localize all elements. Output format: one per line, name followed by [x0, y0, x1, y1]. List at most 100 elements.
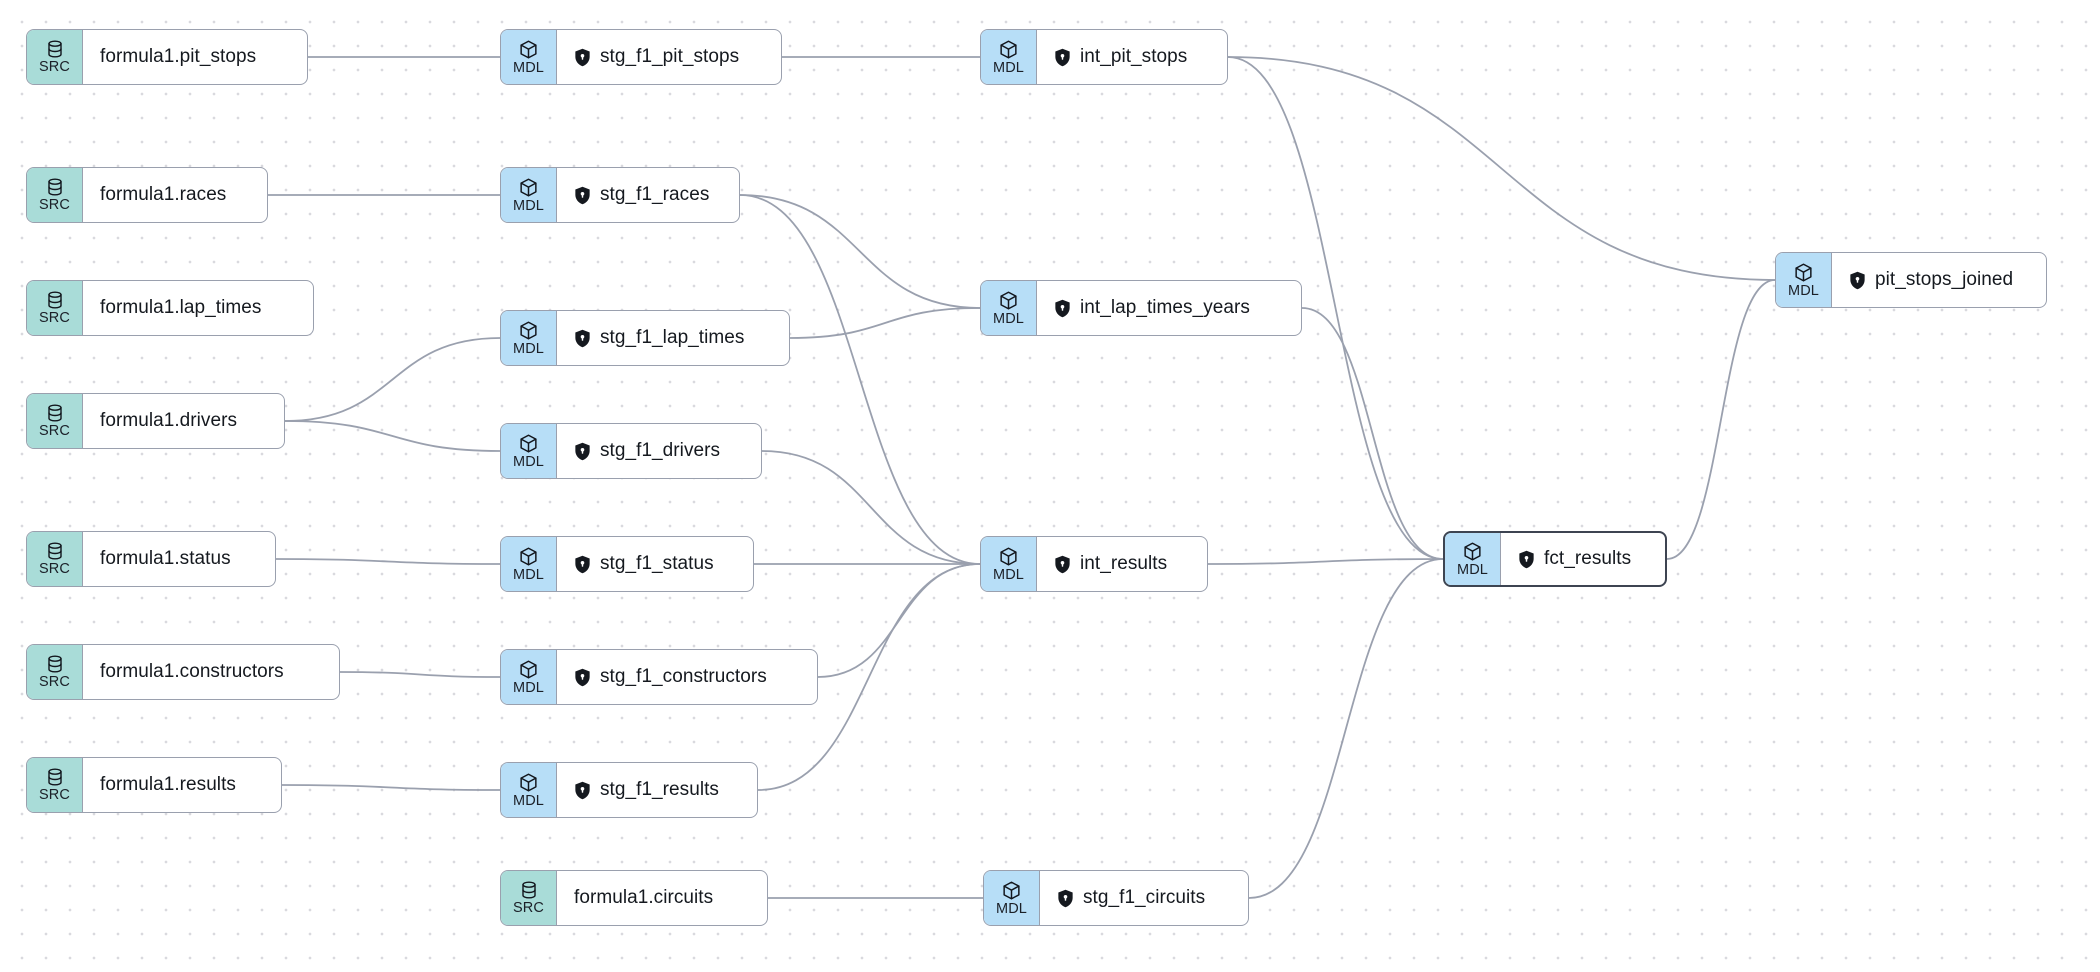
- node-badge-label: SRC: [39, 310, 70, 327]
- node-badge-label: MDL: [513, 340, 544, 357]
- edge-src_constructors-to-stg_constructors: [339, 671, 501, 678]
- edge-stg_races-to-int_results: [739, 194, 981, 565]
- node-label: int_pit_stops: [1080, 46, 1188, 67]
- node-label: stg_f1_results: [600, 779, 719, 800]
- shield-lock-icon: [574, 442, 591, 461]
- node-body: formula1.races: [83, 168, 267, 222]
- edge-stg_constructors-to-int_results: [817, 563, 981, 678]
- shield-lock-icon: [1849, 271, 1866, 290]
- node-src_drivers[interactable]: SRC formula1.drivers: [26, 393, 285, 449]
- node-body: int_pit_stops: [1037, 30, 1227, 84]
- node-stg_results[interactable]: MDL stg_f1_results: [500, 762, 758, 818]
- cube-icon: [998, 546, 1019, 567]
- node-badge-label: MDL: [1457, 561, 1488, 578]
- node-body: formula1.lap_times: [83, 281, 313, 335]
- node-badge-src: SRC: [27, 394, 83, 448]
- cube-icon: [518, 546, 539, 567]
- database-icon: [45, 654, 65, 674]
- shield-lock-icon: [1055, 48, 1070, 66]
- node-label: formula1.races: [100, 184, 227, 205]
- cube-icon: [518, 659, 539, 680]
- edge-src_results-to-stg_results: [281, 784, 501, 791]
- edge-int_pit_stops-to-pit_stops_joined: [1227, 56, 1776, 281]
- shield-lock-icon: [1057, 889, 1074, 908]
- shield-lock-icon: [574, 668, 591, 687]
- shield-lock-icon: [575, 186, 590, 204]
- node-stg_circuits[interactable]: MDL stg_f1_circuits: [983, 870, 1249, 926]
- node-body: int_results: [1037, 537, 1207, 591]
- node-badge-src: SRC: [27, 30, 83, 84]
- database-icon: [45, 177, 65, 197]
- node-int_pit_stops[interactable]: MDL int_pit_stops: [980, 29, 1228, 85]
- node-badge-mdl: MDL: [501, 537, 557, 591]
- node-stg_pit_stops[interactable]: MDL stg_f1_pit_stops: [500, 29, 782, 85]
- edge-stg_circuits-to-fct_results: [1248, 558, 1444, 899]
- shield-lock-icon: [1054, 555, 1071, 574]
- node-body: stg_f1_results: [557, 763, 757, 817]
- node-label: int_results: [1080, 553, 1168, 574]
- edge-src_drivers-to-stg_drivers: [284, 420, 501, 452]
- node-badge-src: SRC: [501, 871, 557, 925]
- cube-icon: [518, 772, 539, 793]
- shield-lock-icon: [574, 329, 591, 348]
- node-body: stg_f1_drivers: [557, 424, 761, 478]
- shield-lock-icon: [575, 442, 590, 460]
- node-src_lap_times[interactable]: SRC formula1.lap_times: [26, 280, 314, 336]
- node-badge-mdl: MDL: [981, 30, 1037, 84]
- node-badge-label: MDL: [993, 566, 1024, 583]
- node-badge-mdl: MDL: [981, 537, 1037, 591]
- node-label: stg_f1_circuits: [1083, 887, 1206, 908]
- node-label: stg_f1_drivers: [600, 440, 721, 461]
- shield-lock-icon: [1055, 555, 1070, 573]
- node-label: formula1.status: [100, 548, 231, 569]
- shield-lock-icon: [575, 781, 590, 799]
- shield-lock-icon: [574, 781, 591, 800]
- node-body: formula1.status: [83, 532, 275, 586]
- node-label: stg_f1_pit_stops: [600, 46, 740, 67]
- node-badge-label: MDL: [513, 679, 544, 696]
- node-label: pit_stops_joined: [1875, 269, 2014, 290]
- node-badge-label: SRC: [39, 423, 70, 440]
- node-badge-mdl: MDL: [501, 30, 557, 84]
- node-body: formula1.drivers: [83, 394, 284, 448]
- node-badge-mdl: MDL: [981, 281, 1037, 335]
- node-label: formula1.lap_times: [100, 297, 262, 318]
- node-badge-label: SRC: [513, 900, 544, 917]
- node-badge-mdl: MDL: [501, 763, 557, 817]
- cube-icon: [998, 39, 1019, 60]
- node-label: stg_f1_constructors: [600, 666, 767, 687]
- node-body: stg_f1_pit_stops: [557, 30, 781, 84]
- node-badge-label: MDL: [513, 792, 544, 809]
- node-badge-src: SRC: [27, 645, 83, 699]
- node-body: pit_stops_joined: [1832, 253, 2046, 307]
- shield-lock-icon: [1519, 550, 1534, 568]
- node-stg_constructors[interactable]: MDL stg_f1_constructors: [500, 649, 818, 705]
- shield-lock-icon: [1054, 299, 1071, 318]
- node-badge-label: MDL: [996, 900, 1027, 917]
- edge-stg_races-to-int_lap_times_years: [739, 194, 981, 309]
- node-body: stg_f1_circuits: [1040, 871, 1248, 925]
- shield-lock-icon: [574, 48, 591, 67]
- cube-icon: [998, 290, 1019, 311]
- edge-src_drivers-to-stg_lap_times: [284, 337, 501, 422]
- node-body: stg_f1_races: [557, 168, 739, 222]
- node-body: stg_f1_constructors: [557, 650, 817, 704]
- shield-lock-icon: [575, 555, 590, 573]
- database-icon: [45, 541, 65, 561]
- node-int_results[interactable]: MDL int_results: [980, 536, 1208, 592]
